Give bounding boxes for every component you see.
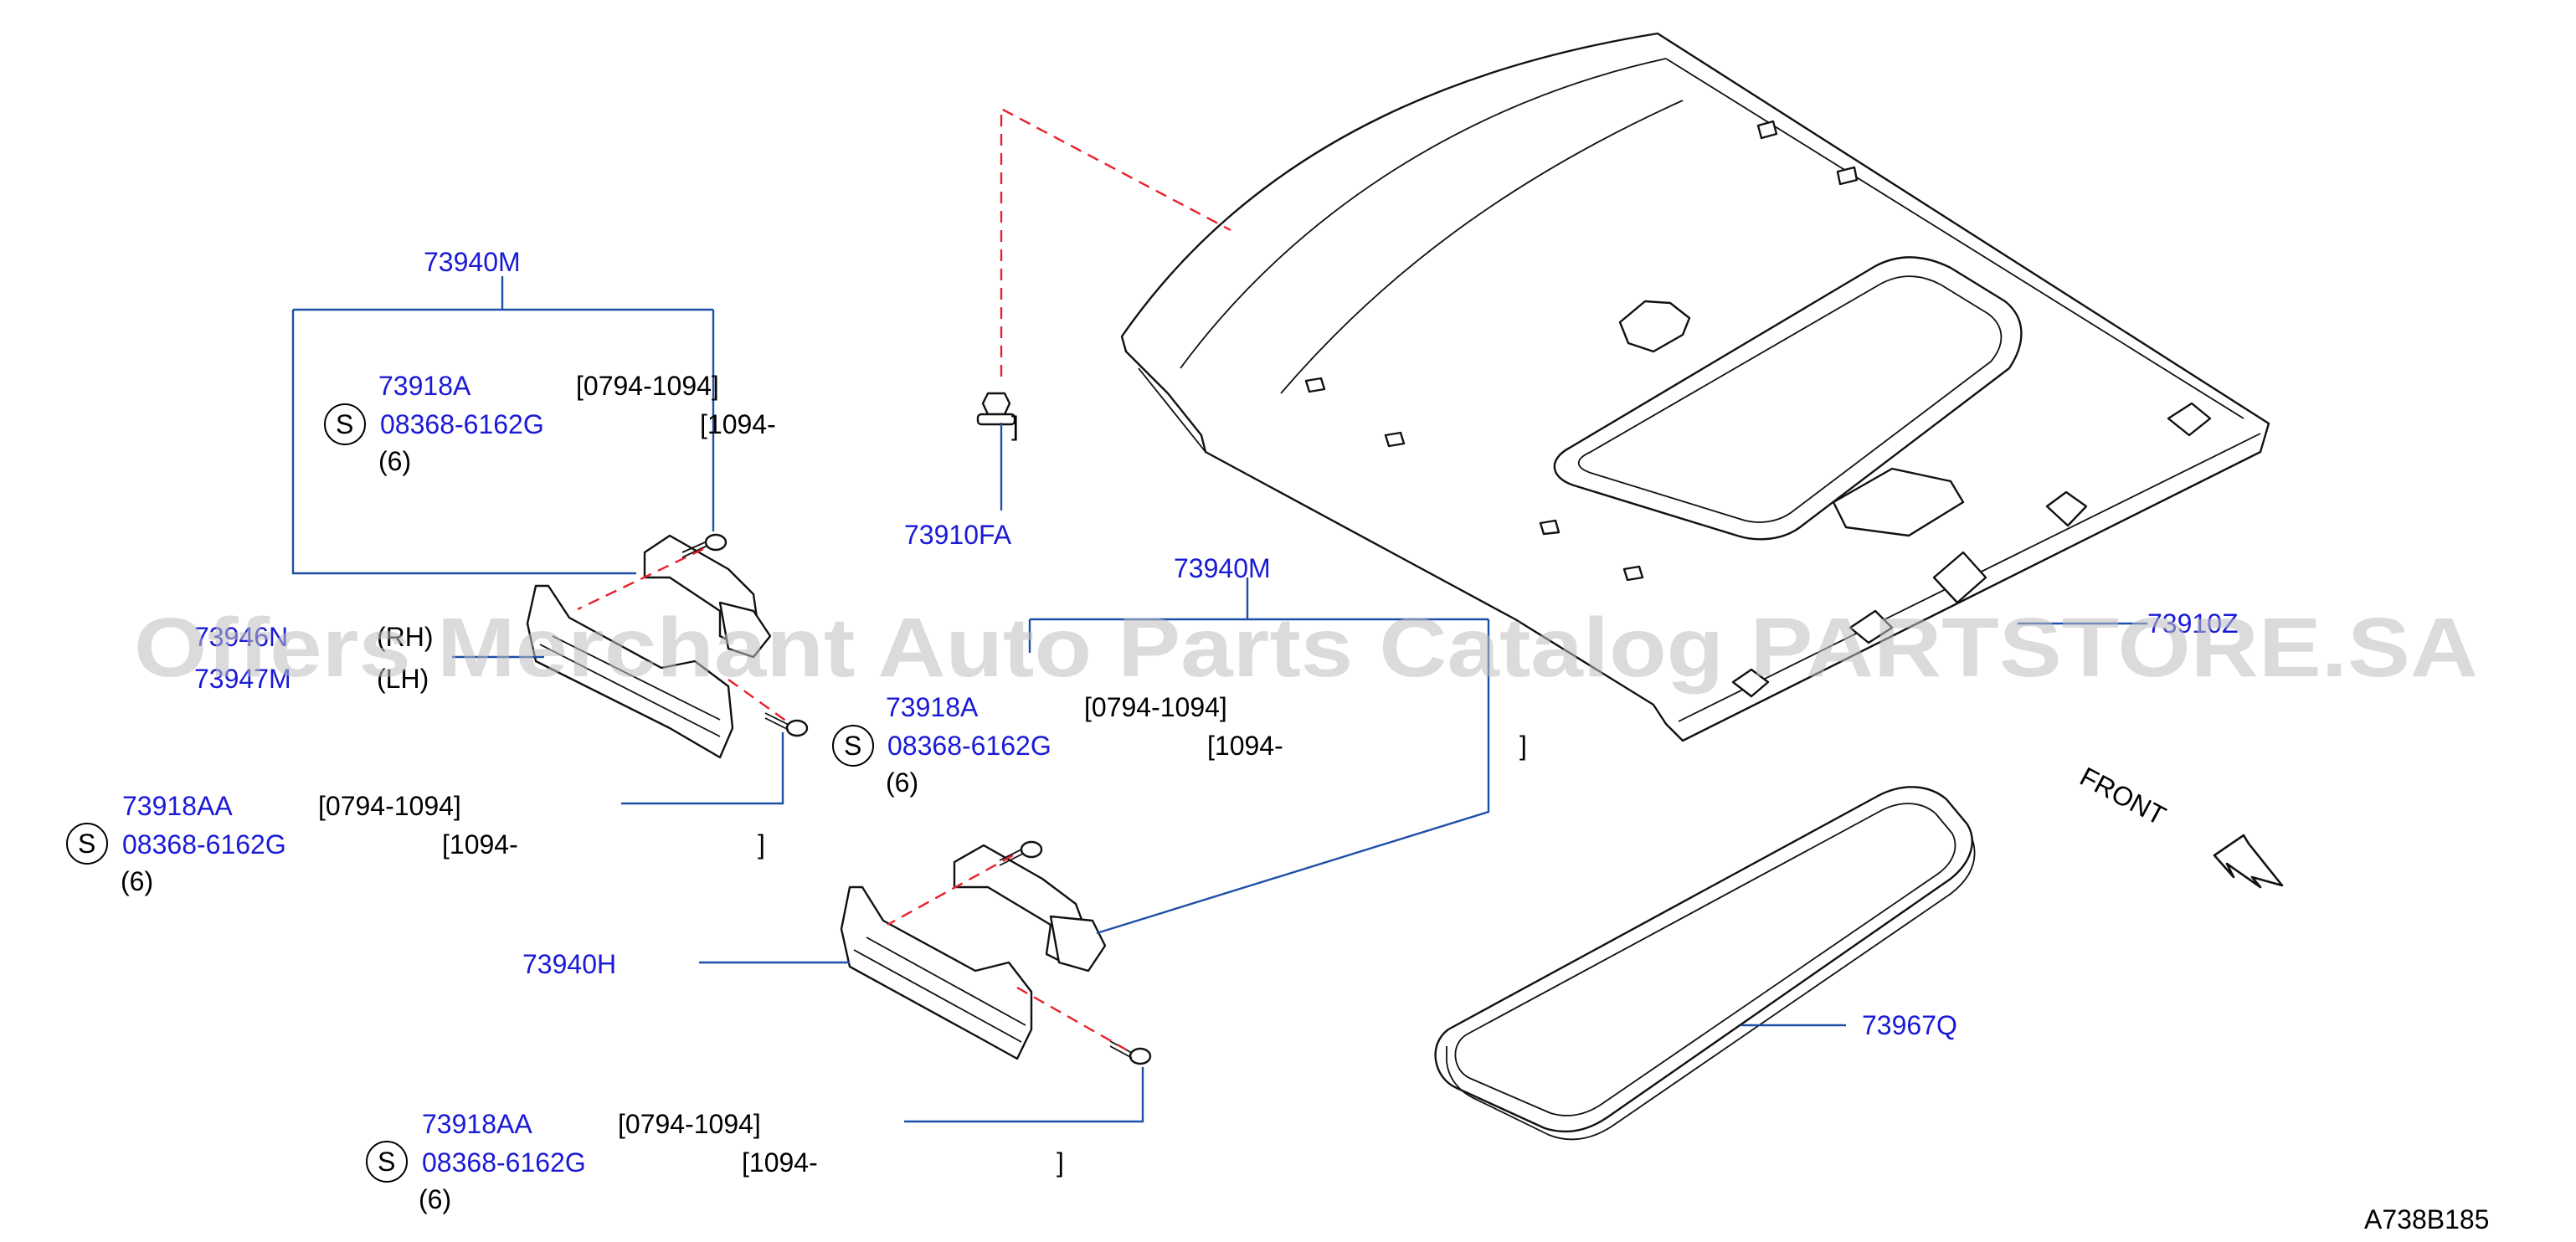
- date-range: [1094-: [442, 829, 518, 860]
- callout-grip-rh-lh[interactable]: 73946N (RH) 73947M (LH): [194, 622, 434, 694]
- quantity: (6): [886, 767, 918, 798]
- bracket-close: ]: [1011, 411, 1019, 441]
- watermark: Offers Merchant Auto Parts Catalog PARTS…: [134, 601, 2478, 695]
- part-number[interactable]: 73910FA: [904, 520, 1012, 550]
- headliner-part[interactable]: [1120, 32, 2270, 742]
- standard-part-letter: S: [78, 829, 95, 859]
- date-range: [1094-: [1207, 731, 1283, 761]
- standard-part-letter: S: [378, 1147, 395, 1177]
- date-range: [0794-1094]: [576, 371, 719, 401]
- side-label: (RH): [377, 622, 434, 652]
- part-number[interactable]: 73947M: [194, 664, 291, 694]
- standard-part-letter: S: [844, 731, 861, 761]
- leader-lines: [291, 276, 2147, 1123]
- quantity: (6): [378, 446, 411, 476]
- screw-icon: [1109, 1040, 1152, 1065]
- standard-part-symbol: [366, 1141, 408, 1183]
- clip-part[interactable]: [976, 392, 1016, 426]
- date-range: [0794-1094]: [318, 791, 461, 821]
- side-label: (LH): [377, 664, 429, 694]
- part-number[interactable]: 08368-6162G: [887, 731, 1051, 761]
- quantity: (6): [121, 866, 153, 896]
- assembly-line: [887, 854, 1014, 926]
- grip-bracket-lower[interactable]: [840, 844, 1107, 1060]
- part-number[interactable]: 08368-6162G: [422, 1147, 586, 1178]
- bracket-close: ]: [758, 829, 765, 860]
- quantity: (6): [419, 1184, 451, 1214]
- screw-icon: [681, 533, 728, 558]
- standard-part-symbol: [832, 725, 874, 767]
- callout-screw-bottom[interactable]: 73918AA [0794-1094] S 08368-6162G [1094-…: [366, 1109, 1064, 1214]
- front-label: FRONT: [2075, 761, 2171, 831]
- bracket-close: ]: [1057, 1147, 1064, 1178]
- part-number[interactable]: 73940H: [522, 949, 616, 979]
- callout-clip[interactable]: ] 73910FA: [904, 411, 1019, 550]
- part-number[interactable]: 73940M: [424, 247, 521, 277]
- standard-part-letter: S: [336, 409, 353, 439]
- diagram-id: A738B185: [2364, 1204, 2489, 1234]
- part-number[interactable]: 08368-6162G: [380, 409, 544, 439]
- sunroof-seal-part[interactable]: [1434, 786, 1976, 1141]
- part-number[interactable]: 73918A: [378, 371, 471, 401]
- part-number[interactable]: 73940M: [1174, 553, 1271, 583]
- date-range: [1094-: [742, 1147, 818, 1178]
- part-number[interactable]: 73918A: [886, 692, 979, 722]
- date-range: [1094-: [700, 409, 776, 439]
- standard-part-symbol: [324, 403, 366, 445]
- callout-seal[interactable]: 73967Q: [1862, 1010, 1957, 1040]
- front-arrow-icon: [2213, 834, 2284, 889]
- part-number[interactable]: 73946N: [194, 622, 288, 652]
- callout-lower-grip-group[interactable]: 73940M 73918A [0794-1094] S 08368-6162G …: [832, 553, 1527, 798]
- callout-headliner[interactable]: 73910Z: [2147, 608, 2239, 639]
- screw-icon: [764, 712, 809, 737]
- grip-bracket-upper[interactable]: [526, 534, 772, 759]
- assembly-line: [1016, 986, 1127, 1051]
- assembly-line: [577, 547, 704, 611]
- standard-part-symbol: [66, 823, 108, 865]
- assembly-line: [728, 679, 788, 722]
- part-number[interactable]: 73967Q: [1862, 1010, 1957, 1040]
- part-number[interactable]: 73918AA: [422, 1109, 532, 1139]
- screw-icon: [999, 840, 1043, 866]
- date-range: [0794-1094]: [618, 1109, 761, 1139]
- callout-screw-left[interactable]: 73918AA [0794-1094] S 08368-6162G [1094-…: [66, 791, 765, 896]
- part-number[interactable]: 73918AA: [122, 791, 233, 821]
- bracket-close: ]: [1519, 731, 1527, 761]
- part-number[interactable]: 73910Z: [2147, 608, 2239, 639]
- callout-upper-grip-group[interactable]: 73940M 73918A [0794-1094] S 08368-6162G …: [324, 247, 776, 476]
- date-range: [0794-1094]: [1084, 692, 1227, 722]
- part-number[interactable]: 08368-6162G: [122, 829, 286, 860]
- callout-bracket[interactable]: 73940H: [522, 949, 616, 979]
